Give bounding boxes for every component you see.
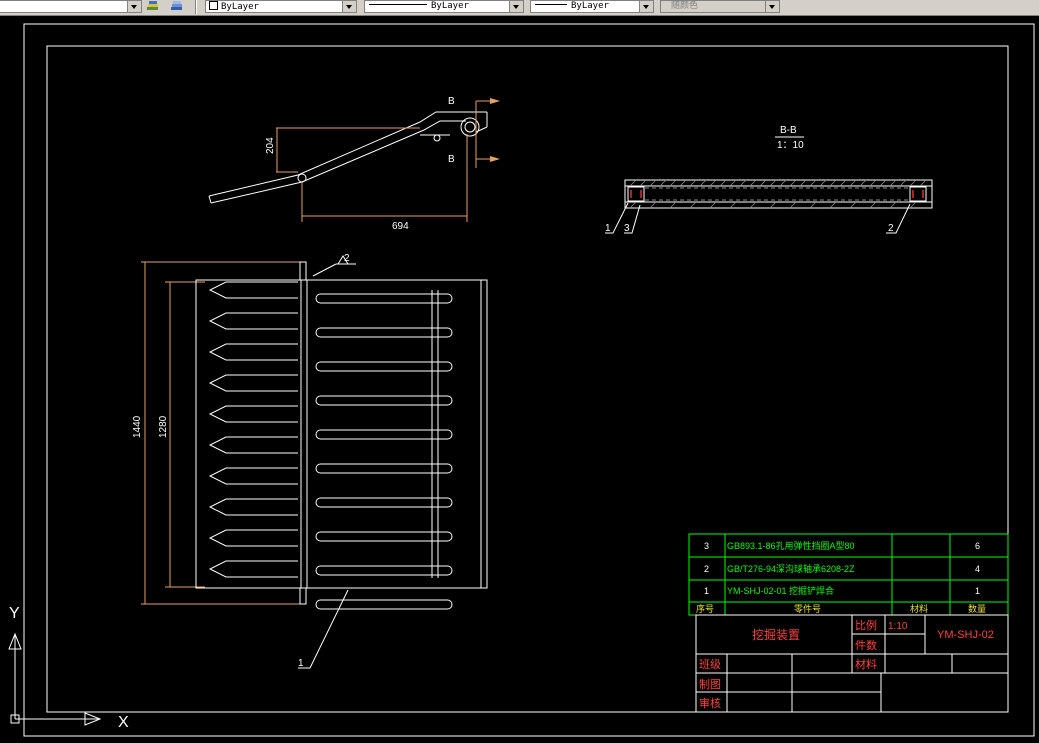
bom-row3-qty: 6 (975, 541, 980, 551)
properties-toolbar: ByLayer ByLayer ByLayer 随颜色 (0, 0, 1039, 16)
ucs-icon (8, 632, 102, 726)
bom-row3-no: 3 (704, 541, 709, 551)
bom-header-qty: 数量 (968, 603, 986, 614)
grate-slot (315, 463, 453, 474)
section-mark-bottom: B (448, 154, 455, 165)
shovel-tooth (208, 529, 298, 547)
bom-row2-qty: 4 (975, 564, 980, 574)
bearing-marks (630, 190, 924, 198)
section-arrow-icon (490, 98, 500, 104)
lineweight-combo[interactable]: ByLayer (530, 0, 654, 13)
grate-slot (315, 429, 453, 440)
callout-1-plan: 1 (298, 658, 304, 669)
grate-slot (315, 565, 453, 576)
grate-slot (315, 395, 453, 406)
grate-slot (315, 531, 453, 542)
linetype-preview-icon (369, 4, 427, 5)
drawing-canvas[interactable]: B B 204 694 B-B 1：10 1 (0, 16, 1039, 738)
shovel-tooth (208, 467, 298, 485)
callout-3-section: 3 (624, 223, 630, 234)
shovel-tooth (208, 436, 298, 454)
shovel-teeth (208, 281, 298, 578)
shovel-tooth (208, 498, 298, 516)
section-view (624, 179, 933, 209)
shovel-tooth (208, 312, 298, 330)
dim-1440-text: 1440 (132, 415, 143, 438)
dim-1280-text: 1280 (158, 415, 169, 438)
shovel-tooth (208, 281, 298, 299)
grate-slot (315, 497, 453, 508)
plan-view (195, 261, 488, 605)
bom-row2-code: GB/T276-94深沟球轴承6208-2Z (727, 563, 855, 574)
chevron-down-icon[interactable] (509, 1, 523, 12)
dim-694-text: 694 (392, 221, 409, 232)
chevron-down-icon[interactable] (127, 1, 141, 12)
linetype-combo[interactable]: ByLayer (364, 0, 524, 13)
color-combo[interactable]: ByLayer (205, 0, 357, 13)
section-mark-top: B (448, 96, 455, 107)
shovel-tooth (208, 374, 298, 392)
bom-row3-code: GB893.1-86孔用弹性挡圈A型80 (727, 540, 855, 551)
section-scale: 1：10 (777, 140, 804, 151)
weld-symbol-text: 2 (344, 253, 350, 264)
bom-row1-code: YM-SHJ-02-01 挖掘铲焊合 (727, 585, 834, 596)
grate-slots (315, 293, 453, 610)
side-view-dims (276, 100, 496, 222)
ucs-x-label: X (118, 714, 129, 731)
shovel-tooth (208, 343, 298, 361)
lineweight-preview-icon (535, 4, 567, 5)
side-view (208, 111, 488, 204)
grate-slot (315, 599, 453, 610)
grate-slot (315, 327, 453, 338)
bom-row1-no: 1 (704, 586, 709, 596)
bom-header-material: 材料 (910, 603, 928, 614)
chevron-down-icon[interactable] (342, 1, 356, 12)
drawing-svg: B B 204 694 B-B 1：10 1 (8, 23, 1035, 737)
section-arrow-icon (490, 156, 500, 162)
callout-1-section: 1 (605, 223, 611, 234)
section-label: B-B (780, 125, 797, 136)
shovel-tooth (208, 560, 298, 578)
grate-slot (315, 361, 453, 372)
plan-dims (141, 261, 300, 605)
title-block-class-label: 班级 (699, 658, 721, 671)
plotstyle-combo[interactable]: 随颜色 (660, 0, 780, 13)
linetype-combo-value: ByLayer (431, 1, 469, 11)
chevron-down-icon[interactable] (639, 1, 653, 12)
grate-slot (315, 293, 453, 304)
drawing-frame (46, 45, 1009, 713)
color-combo-value: ByLayer (221, 2, 259, 12)
title-block (695, 614, 1009, 713)
layer-match-icon[interactable] (146, 0, 160, 13)
prev-combo[interactable] (0, 0, 142, 13)
title-block-checked-label: 审核 (699, 696, 721, 710)
callout-1-leader (298, 589, 349, 669)
dim-204-text: 204 (265, 137, 276, 154)
layer-previous-icon[interactable] (170, 0, 184, 13)
bom-header-no: 序号 (696, 603, 714, 614)
ucs-y-label: Y (9, 605, 20, 622)
chevron-down-icon[interactable] (765, 1, 779, 12)
lineweight-combo-value: ByLayer (571, 1, 609, 11)
weld-symbol (312, 255, 356, 277)
bom-row1-qty: 1 (975, 586, 980, 596)
title-block-drawn-label: 制图 (699, 678, 721, 691)
title-block-scale-label: 比例 (855, 618, 877, 632)
color-swatch-icon (209, 1, 218, 10)
bom-header-code: 零件号 (794, 603, 821, 614)
section-hatch (629, 179, 927, 209)
title-block-material-label: 材料 (855, 657, 877, 671)
bom-row2-no: 2 (704, 564, 709, 574)
title-block-drawing-no: YM-SHJ-02 (937, 629, 994, 641)
callout-2-section: 2 (888, 223, 894, 234)
title-block-name: 挖掘装置 (752, 627, 800, 642)
plotstyle-combo-value: 随颜色 (671, 1, 699, 11)
section-leaders (605, 202, 911, 234)
sheet-border (23, 23, 1035, 737)
title-block-pieces-label: 件数 (855, 639, 877, 652)
shovel-tooth (208, 405, 298, 423)
title-block-scale-value: 1:10 (888, 621, 908, 632)
